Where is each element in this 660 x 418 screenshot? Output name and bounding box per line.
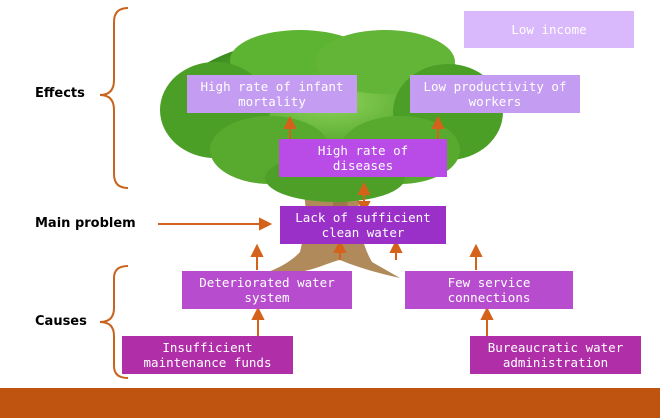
diseases-box: High rate of diseases [279,139,447,177]
effects-bracket [99,7,129,189]
main-problem-label: Main problem [35,216,136,231]
infant-mortality-box: High rate of infant mortality [187,75,357,113]
ground-strip [0,388,660,418]
brackets [99,7,129,379]
low-income-box: Low income [464,11,634,48]
maintenance-funds-box: Insufficient maintenance funds [122,336,293,374]
arrows [158,115,494,336]
few-connections-box: Few service connections [405,271,573,309]
low-productivity-box: Low productivity of workers [410,75,580,113]
causes-bracket [99,265,129,379]
bureaucratic-admin-box: Bureaucratic water administration [470,336,641,374]
effects-label: Effects [35,86,85,101]
causes-label: Causes [35,314,87,329]
main-problem-box: Lack of sufficient clean water [280,206,446,244]
deteriorated-system-box: Deteriorated water system [182,271,352,309]
